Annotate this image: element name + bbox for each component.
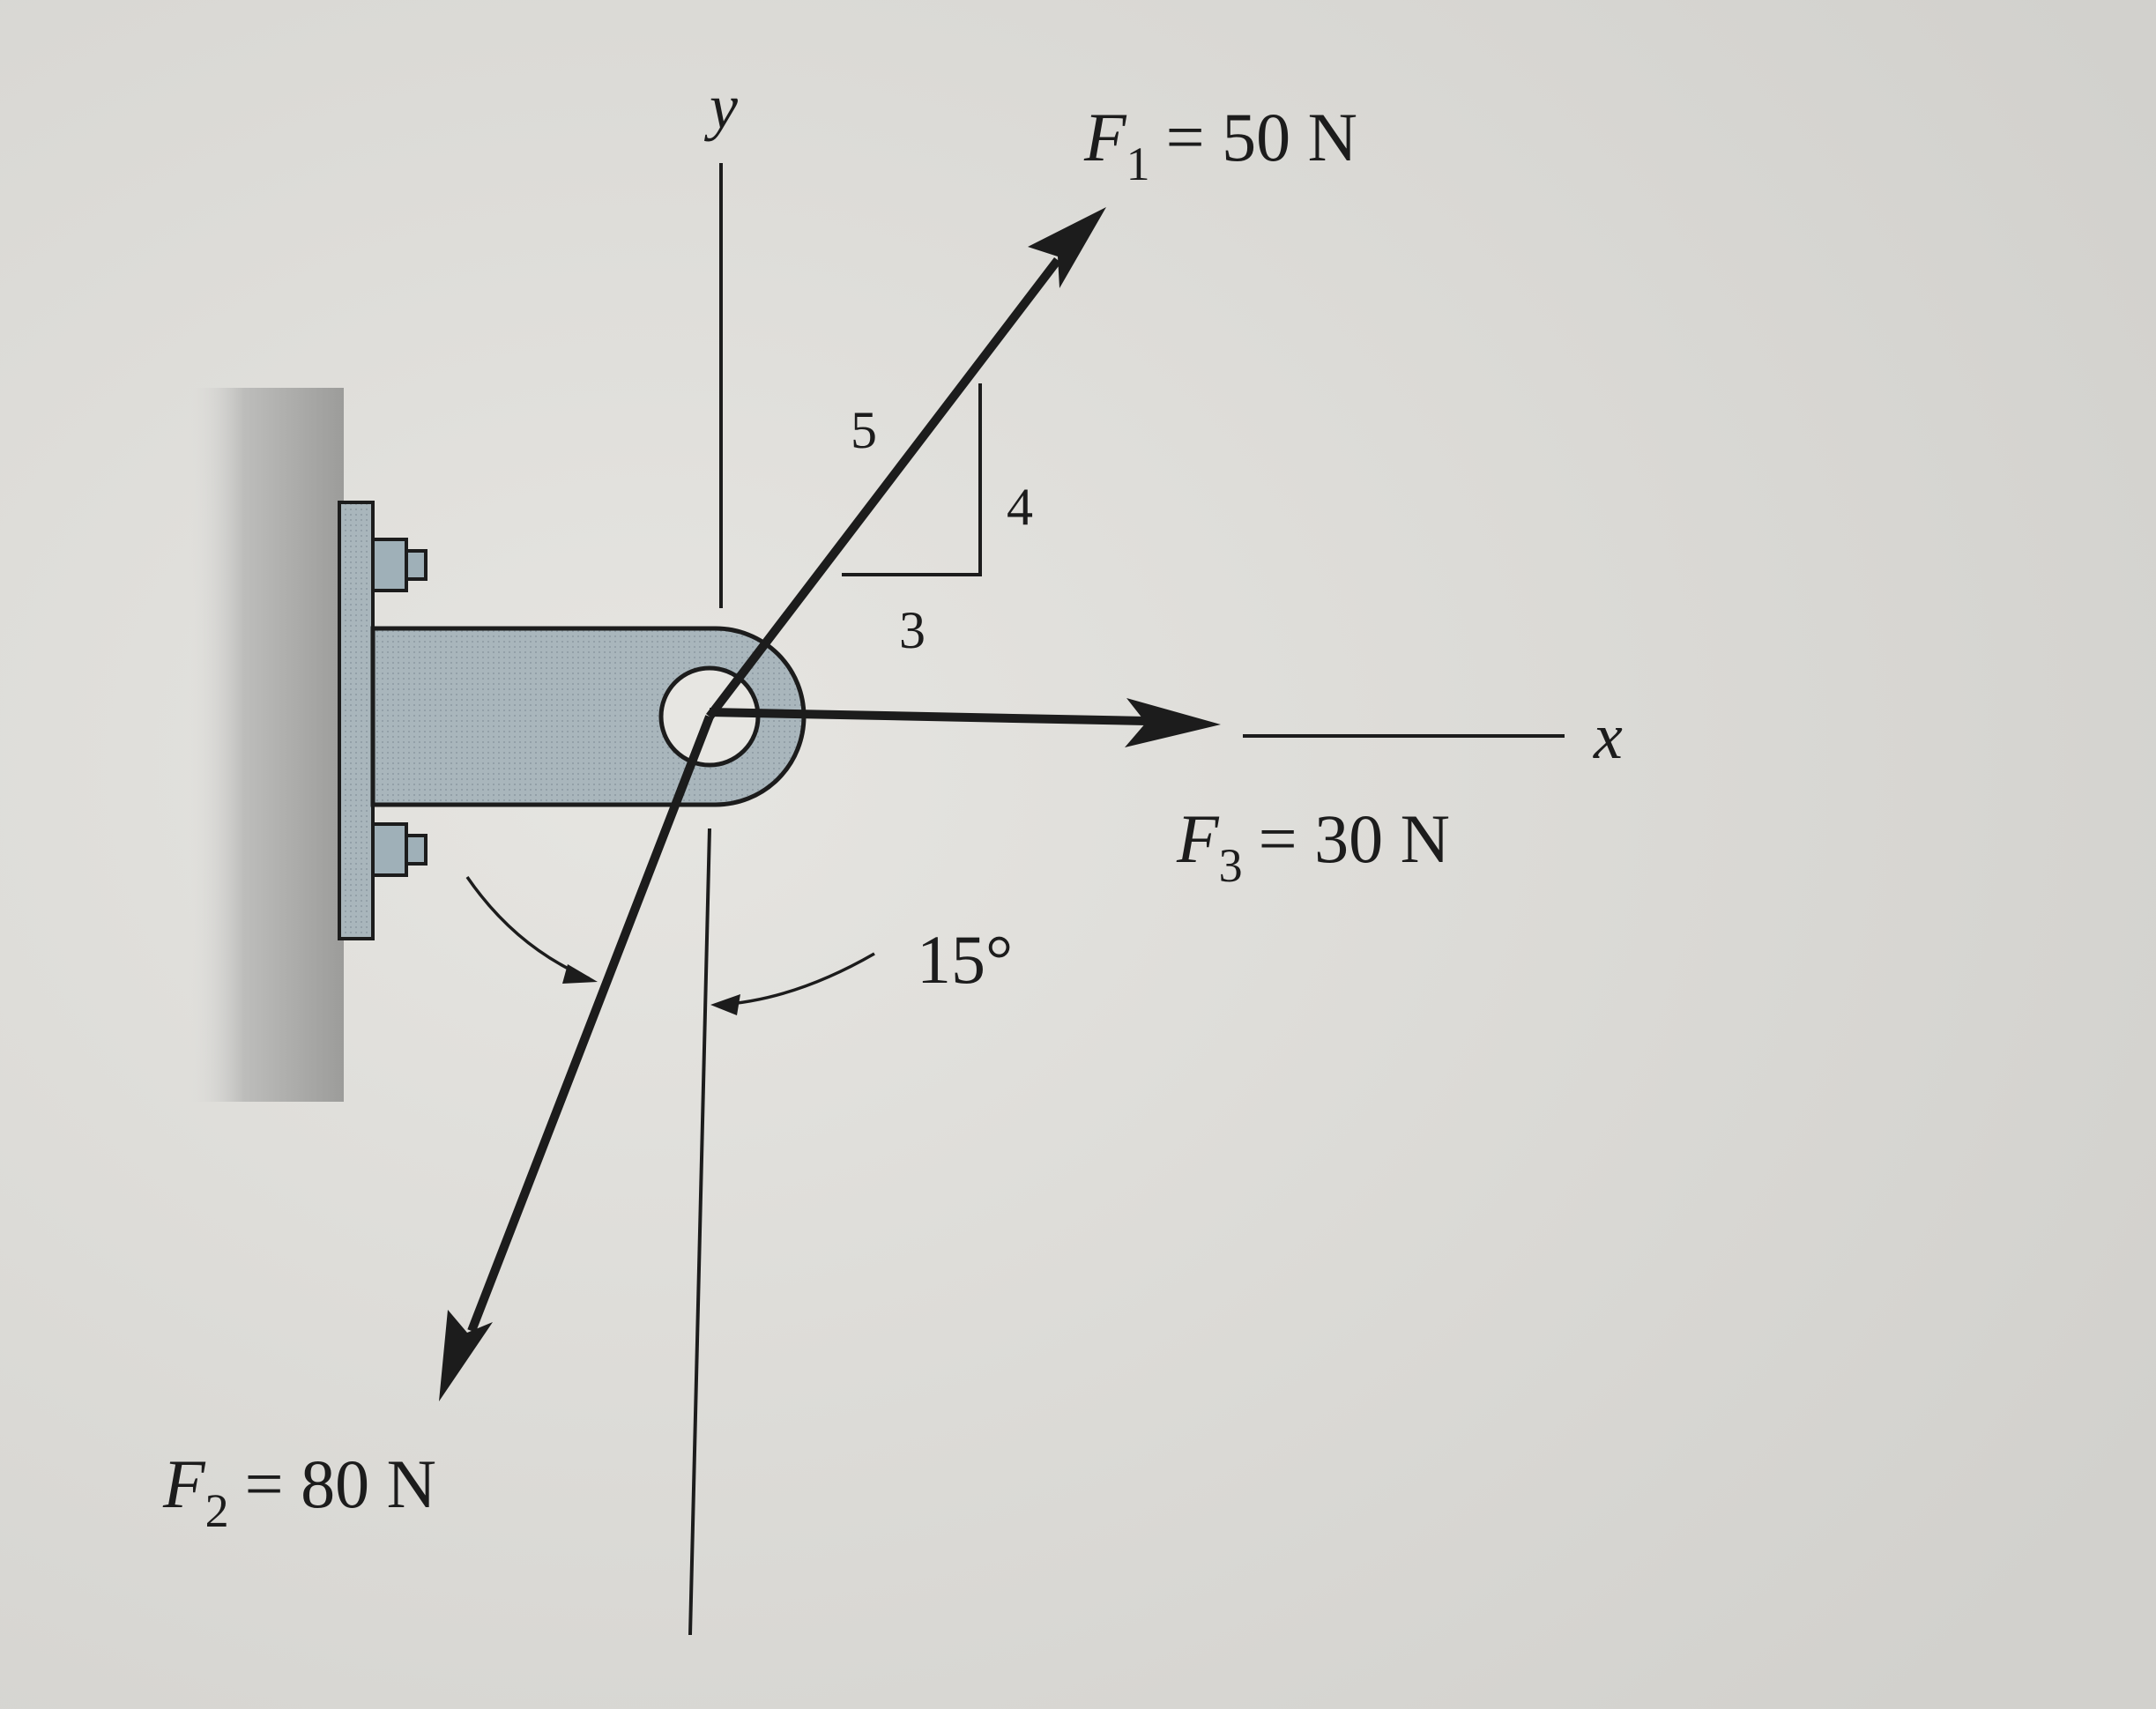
slope-triangle	[842, 383, 982, 576]
base-plate	[338, 501, 375, 940]
angle-arc-left	[465, 876, 598, 984]
y-axis-lower	[688, 828, 711, 1636]
force-f1-label: F1 = 50 N	[1083, 99, 1357, 190]
f1-symbol: F	[1083, 99, 1127, 175]
f1-subscript: 1	[1126, 137, 1150, 190]
force-f3-arrow	[709, 698, 1221, 747]
force-f2-arrow	[439, 715, 714, 1401]
slope-run-label: 3	[899, 601, 926, 659]
slope-hypotenuse-label: 5	[851, 401, 877, 459]
bolt-bottom	[371, 822, 427, 877]
f1-value: = 50 N	[1166, 99, 1357, 175]
angle-label: 15°	[917, 921, 1013, 998]
force-f1-arrow	[706, 207, 1106, 720]
angle-arc-right	[710, 952, 875, 1015]
force-f2-label: F2 = 80 N	[162, 1445, 436, 1537]
force-f3-label: F3 = 30 N	[1176, 800, 1450, 892]
slope-rise-label: 4	[1007, 478, 1033, 536]
f2-symbol: F	[162, 1445, 206, 1522]
wall	[190, 388, 344, 1102]
x-axis-label: x	[1593, 701, 1623, 773]
f3-symbol: F	[1176, 800, 1220, 877]
bolt-top	[371, 538, 427, 592]
f2-value: = 80 N	[245, 1445, 436, 1522]
f3-subscript: 3	[1219, 839, 1243, 892]
f3-value: = 30 N	[1259, 800, 1450, 877]
f2-subscript: 2	[205, 1484, 229, 1537]
y-axis-label: y	[703, 71, 738, 142]
